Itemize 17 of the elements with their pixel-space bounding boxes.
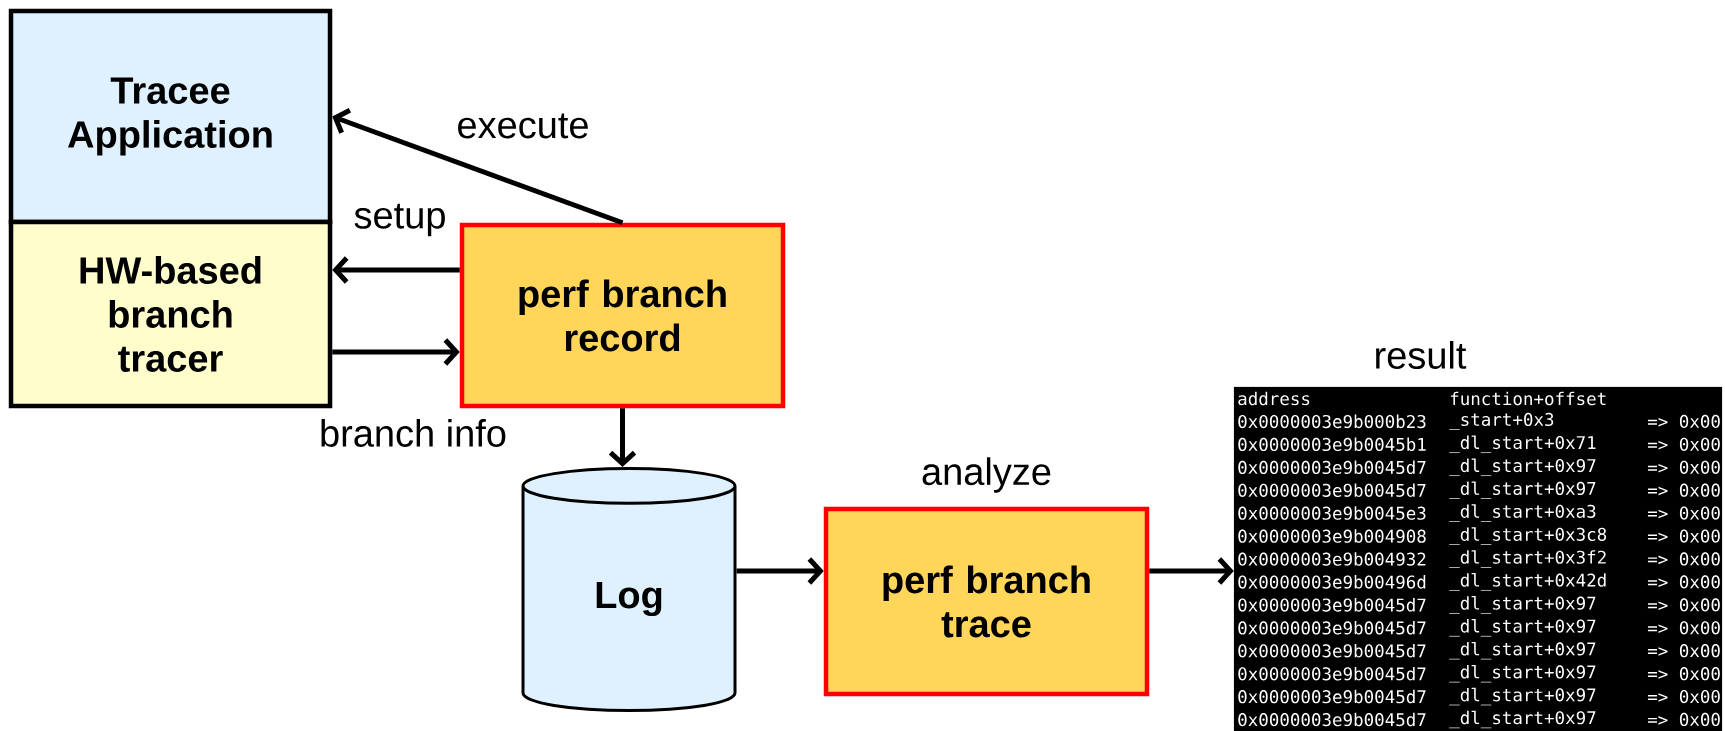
node-label: analyze: [922, 457, 1051, 493]
arrow: [332, 338, 460, 366]
database-cylinder: Log: [521, 467, 737, 713]
edge-label: branch info: [318, 418, 508, 448]
process-box: perf branch trace: [823, 506, 1150, 697]
arrow: [1149, 557, 1234, 585]
process-box: perf branch record: [459, 222, 786, 409]
application-box: Tracee Application: [8, 8, 333, 225]
arrow: [332, 256, 460, 284]
arrow: [736, 557, 824, 585]
edge-label: setup: [352, 202, 448, 238]
arrow: [608, 408, 637, 468]
arrow: [332, 107, 624, 226]
edge-label: execute: [455, 112, 591, 140]
tracer-box: HW-based branch tracer: [8, 219, 333, 409]
terminal-output: address function+offset 0x0000003e9b000b23 _start+0x3 => 0x00 0x0000003e9b0045b1 _dl_start+0x71 => 0x00 0x0000003e9b0045d7 _dl_start+0x97 => 0x00 0x0000003e9b0045d7 _dl_start+0x97 => 0x00 0x0000003e9b0045e3 _dl_start+0xa3 => 0x00 0x0000003e9b004908 _dl_start+0x3c8 => 0x00 0x0000003e9b004932 _dl_start+0x3f2 => 0x00 0x0000003e9b00496d _dl_start+0x42d => 0x00 0x0000003e9b0045d7 _dl_start+0x97 => 0x00 0x0000003e9b0045d7 _dl_start+0x97 => 0x00 0x0000003e9b0045d7 _dl_start+0x97 => 0x00 0x0000003e9b0045d7 _dl_start+0x97 => 0x00 0x0000003e9b0045d7 _dl_start+0x97 => 0x00 0x0000003e9b0045d7 _dl_start+0x97 => 0x00: [1233, 386, 1723, 731]
node-label: result: [1376, 341, 1467, 369]
